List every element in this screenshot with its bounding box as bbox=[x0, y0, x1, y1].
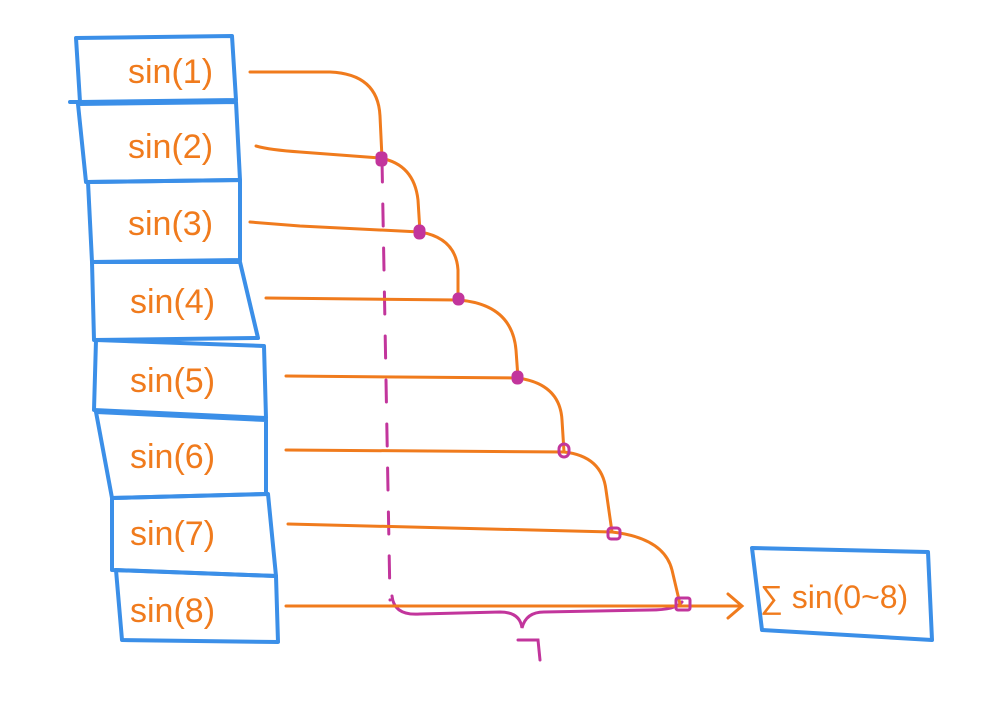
wire-2 bbox=[254, 144, 422, 234]
cell-label-5: sin(5) bbox=[130, 362, 215, 400]
brace bbox=[390, 594, 684, 629]
cell-label-2: sin(2) bbox=[128, 128, 213, 166]
junction-marker-6 bbox=[606, 526, 622, 541]
junction-marker-2 bbox=[413, 224, 426, 240]
junction-marker-1 bbox=[375, 151, 388, 167]
junction-marker-5 bbox=[557, 442, 571, 459]
wire-3 bbox=[248, 220, 460, 302]
wire-6 bbox=[284, 448, 614, 534]
junction-marker-3 bbox=[452, 292, 465, 306]
wire-5 bbox=[284, 374, 566, 454]
accumulation-wires bbox=[248, 70, 745, 620]
dashed-guide-line bbox=[380, 158, 392, 602]
cell-box-4 bbox=[90, 260, 260, 342]
cell-label-1: sin(1) bbox=[128, 53, 213, 91]
cell-labels: sin(1) sin(2) sin(3) sin(4) sin(5) sin(6… bbox=[128, 53, 215, 630]
cell-label-6: sin(6) bbox=[130, 438, 215, 476]
arrow-head bbox=[726, 592, 745, 620]
result-label: ∑ sin(0~8) bbox=[760, 579, 908, 615]
cell-box-8 bbox=[114, 568, 280, 644]
cell-label-4: sin(4) bbox=[130, 283, 215, 321]
junction-marker-4 bbox=[511, 370, 524, 385]
wire-4 bbox=[264, 296, 520, 380]
brace-tick bbox=[516, 638, 542, 662]
cell-label-7: sin(7) bbox=[130, 515, 215, 553]
junction-marker-7 bbox=[674, 596, 692, 612]
cell-column bbox=[68, 34, 280, 644]
cell-label-3: sin(3) bbox=[128, 205, 213, 243]
wire-7 bbox=[286, 522, 682, 606]
cell-label-8: sin(8) bbox=[130, 592, 215, 630]
result-box bbox=[750, 546, 934, 642]
wire-1 bbox=[248, 70, 384, 160]
junction-markers bbox=[375, 151, 692, 612]
